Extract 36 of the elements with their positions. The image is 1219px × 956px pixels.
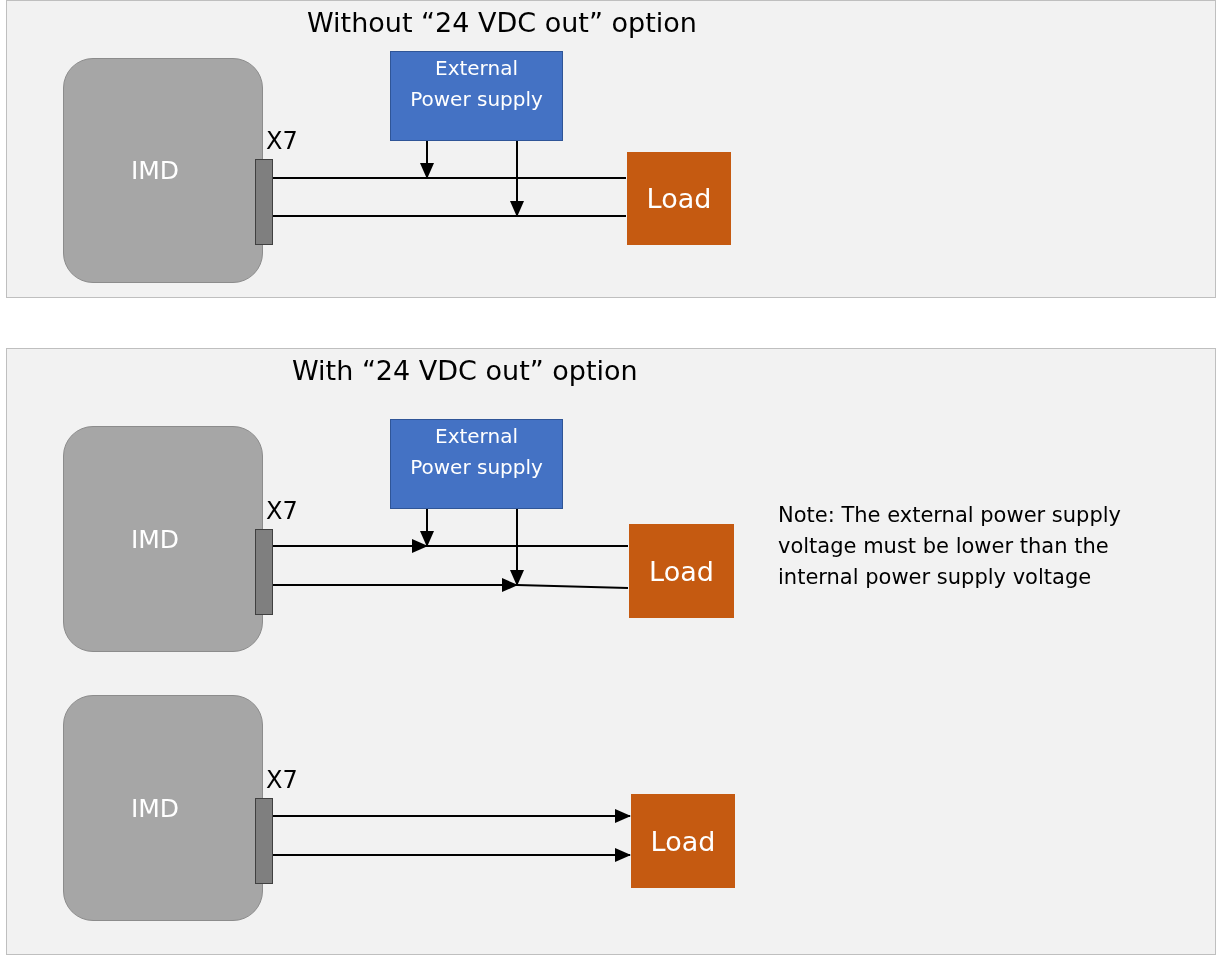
arrow <box>271 539 428 553</box>
diagram-panel <box>6 0 1216 298</box>
device-box <box>63 426 263 652</box>
wire <box>271 177 627 179</box>
device-label: IMD <box>130 156 180 185</box>
connector-label: X7 <box>266 127 298 155</box>
arrow <box>510 139 524 217</box>
note-text: Note: The external power supply voltage must be lower than the internal power supply voltage <box>778 502 1123 591</box>
load-label: Load <box>650 825 716 857</box>
panel-title: With “24 VDC out” option <box>292 355 638 386</box>
device-label: IMD <box>130 524 180 554</box>
load-label: Load <box>649 555 714 587</box>
diagram-panel <box>6 348 1216 955</box>
arrow <box>271 848 631 862</box>
load-label: Load <box>646 183 712 214</box>
power-supply-label: External Power supply <box>409 55 544 113</box>
arrow <box>271 809 631 823</box>
power-supply-box <box>390 51 563 141</box>
arrow <box>420 139 434 179</box>
load-box <box>629 524 734 618</box>
connector-label: X7 <box>266 766 298 794</box>
device-box <box>63 695 263 921</box>
power-supply-label: External Power supply <box>409 423 544 481</box>
load-box <box>631 794 735 888</box>
device-label: IMD <box>130 793 180 823</box>
wire <box>271 215 627 217</box>
device-box <box>63 58 263 283</box>
wire <box>426 545 629 547</box>
arrow <box>420 507 434 547</box>
wire <box>516 584 629 589</box>
arrow <box>271 578 518 592</box>
arrow <box>510 507 524 586</box>
connector-label: X7 <box>266 497 298 525</box>
power-supply-box <box>390 419 563 509</box>
load-box <box>627 152 731 245</box>
panel-title: Without “24 VDC out” option <box>307 7 697 38</box>
